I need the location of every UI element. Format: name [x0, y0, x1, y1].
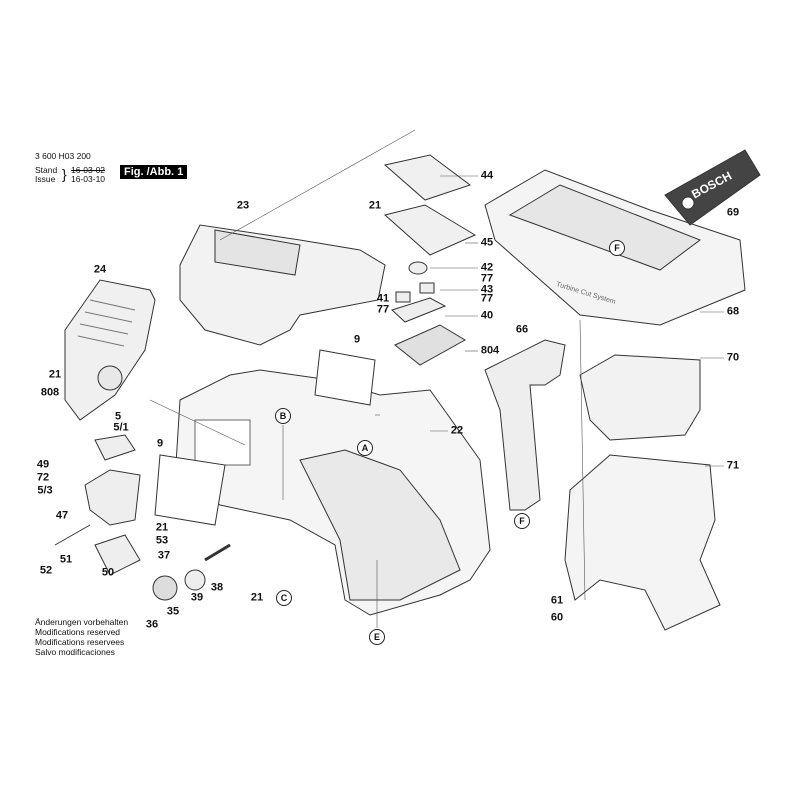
- part-label[interactable]: 42: [480, 261, 494, 274]
- part-label[interactable]: 5/1: [113, 421, 129, 434]
- part-label[interactable]: 77: [376, 303, 390, 316]
- callout-c[interactable]: C: [276, 590, 292, 606]
- part-44-plate: [383, 154, 472, 201]
- part-label[interactable]: 40: [480, 309, 494, 322]
- part-5-motor: [94, 434, 136, 461]
- part-label[interactable]: 808: [40, 386, 60, 399]
- part-label[interactable]: 43: [480, 283, 494, 296]
- callout-e[interactable]: E: [369, 629, 385, 645]
- part-label[interactable]: 9: [353, 333, 361, 346]
- part-label[interactable]: 70: [726, 351, 740, 364]
- part-label[interactable]: 24: [93, 263, 107, 276]
- part-804-pcb: [394, 324, 466, 366]
- part-label[interactable]: 69: [726, 206, 740, 219]
- callout-a[interactable]: A: [357, 440, 373, 456]
- callout-f[interactable]: F: [514, 513, 530, 529]
- part-70-basket: [579, 354, 701, 441]
- footer-line: Modifications reservees: [35, 637, 125, 647]
- part-label[interactable]: 44: [480, 169, 494, 182]
- part-9-label: [314, 349, 376, 406]
- part-label[interactable]: 39: [190, 591, 204, 604]
- part-label[interactable]: 21: [48, 368, 62, 381]
- part-label[interactable]: 72: [36, 471, 50, 484]
- part-label[interactable]: 53: [155, 534, 169, 547]
- figure-badge: Fig. /Abb. 1: [120, 165, 188, 179]
- issue-date: 16-03-10: [71, 174, 106, 184]
- part-label[interactable]: 52: [39, 564, 53, 577]
- part-label[interactable]: 77: [480, 272, 494, 285]
- part-24-fan-cover: [64, 279, 156, 421]
- part-label[interactable]: 804: [480, 344, 500, 357]
- part-40-switch: [391, 297, 447, 323]
- part-label[interactable]: 60: [550, 611, 564, 624]
- part-label[interactable]: 21: [250, 591, 264, 604]
- issue-label: Issue: [35, 174, 56, 184]
- part-label[interactable]: 22: [450, 424, 464, 437]
- brace: }: [62, 166, 67, 182]
- footer-line: Salvo modificaciones: [35, 647, 115, 657]
- part-66-pusher: [484, 339, 566, 511]
- part-label[interactable]: 71: [726, 459, 740, 472]
- part-label[interactable]: 9: [156, 437, 164, 450]
- part-label[interactable]: 37: [157, 549, 171, 562]
- part-label[interactable]: 38: [210, 581, 224, 594]
- footer-line: Modifications reserved: [35, 627, 121, 637]
- part-label[interactable]: 5/3: [37, 484, 53, 497]
- part-label[interactable]: 35: [166, 605, 180, 618]
- callout-b[interactable]: B: [275, 408, 291, 424]
- part-label[interactable]: 77: [480, 292, 494, 305]
- part-label[interactable]: 47: [55, 509, 69, 522]
- part-label[interactable]: 36: [145, 618, 159, 631]
- part-45-plate: [383, 204, 477, 256]
- part-label[interactable]: 45: [480, 236, 494, 249]
- part-label[interactable]: 21: [155, 521, 169, 534]
- part-label[interactable]: 23: [236, 199, 250, 212]
- part-label[interactable]: 66: [515, 323, 529, 336]
- part-50-clip: [94, 534, 141, 576]
- part-label[interactable]: 5: [114, 410, 122, 423]
- part-label[interactable]: 49: [36, 458, 50, 471]
- part-47-bracket: [84, 469, 141, 526]
- footer-line: Änderungen vorbehalten: [35, 617, 129, 627]
- part-label[interactable]: 41: [376, 292, 390, 305]
- part-label[interactable]: 61: [550, 594, 564, 607]
- part-label[interactable]: 21: [368, 199, 382, 212]
- part-71-stand: [564, 454, 721, 631]
- part-label[interactable]: 51: [59, 553, 73, 566]
- stand-label: Stand: [35, 165, 58, 175]
- stand-date: 16-03-02: [71, 165, 106, 175]
- part-number: 3 600 H03 200: [35, 151, 91, 161]
- footer-notes: Änderungen vorbehalten Modifications res…: [35, 617, 128, 657]
- part-9-label-2: [154, 454, 226, 526]
- part-51-axle: [54, 524, 91, 546]
- callout-f[interactable]: F: [609, 240, 625, 256]
- part-label[interactable]: 50: [101, 566, 115, 579]
- part-label[interactable]: 68: [726, 305, 740, 318]
